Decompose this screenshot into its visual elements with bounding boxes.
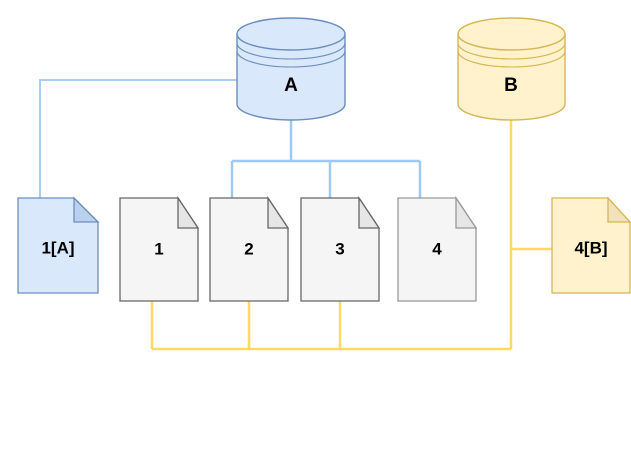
document-label-4: 4 [432, 239, 442, 258]
folded-corner-icon [267, 195, 290, 229]
database-node-a[interactable]: A [236, 17, 346, 121]
edge-a-to-docs-bus [230, 120, 422, 198]
folded-corner-icon [455, 195, 478, 229]
database-node-b[interactable]: B [457, 17, 566, 121]
document-node-2[interactable]: 2 [209, 195, 290, 302]
document-node-1a[interactable]: 1[A] [17, 196, 100, 294]
document-node-1[interactable]: 1 [119, 195, 200, 302]
document-label-1a: 1[A] [41, 238, 74, 257]
folded-corner-icon [73, 196, 100, 223]
folded-corner-icon [177, 195, 200, 229]
folded-corner-icon [358, 195, 381, 229]
document-label-4b: 4[B] [574, 238, 607, 257]
document-node-3[interactable]: 3 [300, 195, 381, 302]
edge-a-to-1a [39, 79, 237, 198]
edge-b-to-docs-bus [150, 120, 552, 351]
database-label-b: B [504, 75, 518, 96]
document-label-2: 2 [244, 239, 253, 258]
document-node-4b[interactable]: 4[B] [551, 196, 631, 294]
document-label-1: 1 [154, 239, 163, 258]
document-node-4[interactable]: 4 [397, 195, 478, 302]
database-label-a: A [284, 75, 298, 96]
document-label-3: 3 [335, 239, 344, 258]
folded-corner-icon [607, 196, 631, 223]
